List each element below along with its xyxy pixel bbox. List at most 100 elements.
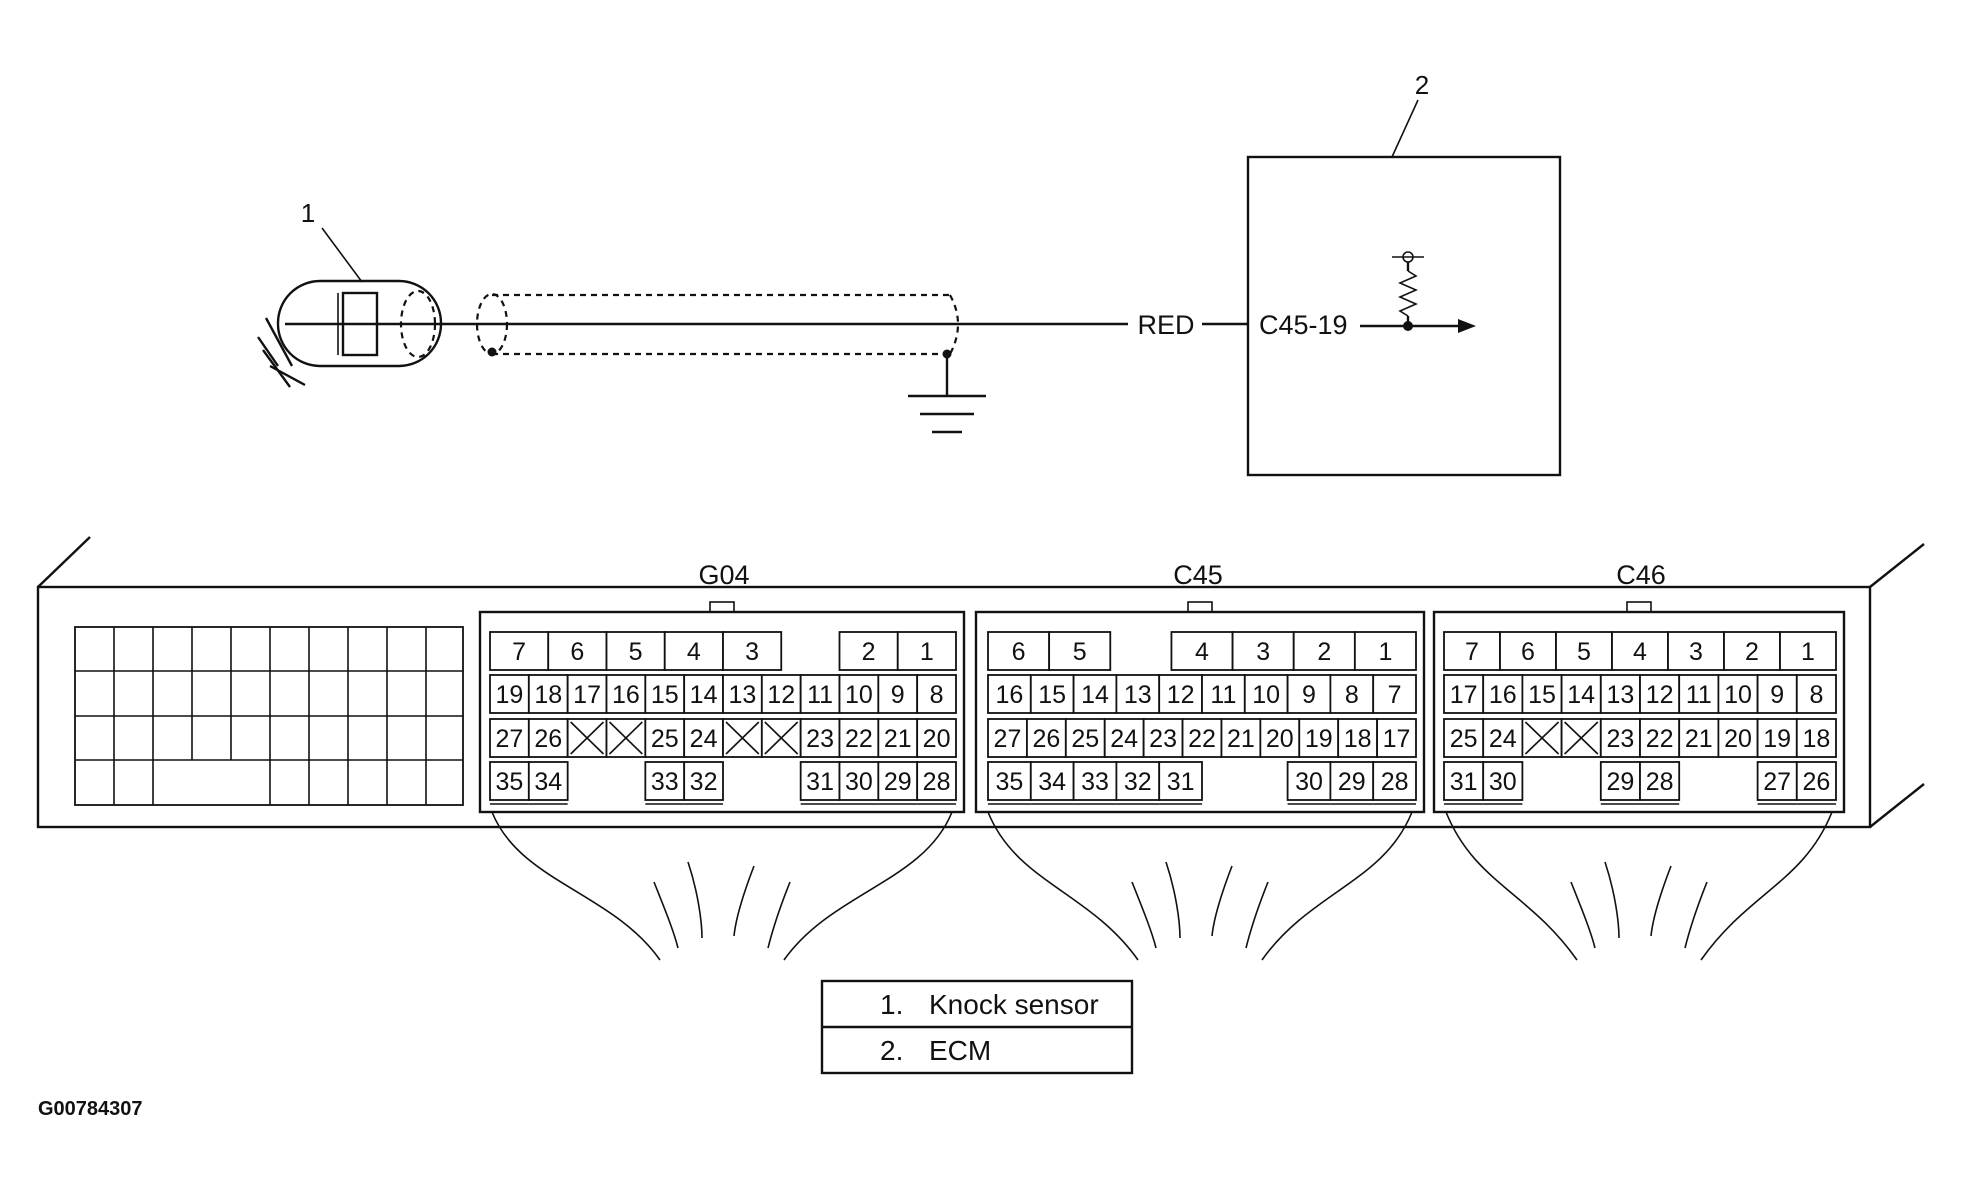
ground-icon: [908, 354, 986, 434]
pin-number: 35: [995, 768, 1023, 796]
pin-number: 19: [1763, 725, 1791, 753]
latch-icon: [709, 601, 735, 613]
knock-sensor-icon: [257, 279, 443, 388]
connector-label: G04: [698, 560, 749, 590]
pin-number: 4: [1195, 638, 1209, 666]
pin-cell: [1286, 761, 1332, 801]
pin-cell: [1072, 761, 1118, 801]
pin-number: 16: [1489, 681, 1517, 709]
pin-number: 27: [994, 725, 1022, 753]
harness-wire: [783, 811, 953, 961]
pin-cell: [722, 674, 763, 714]
pin-number: 7: [1465, 638, 1479, 666]
harness-wire: [491, 811, 661, 961]
pin-number: 1: [920, 638, 934, 666]
pin-number: 17: [1450, 681, 1478, 709]
pin-number: 25: [651, 725, 679, 753]
pin-number: 27: [496, 725, 524, 753]
pin-number: 14: [1081, 681, 1109, 709]
terminal-label: C45-19: [1259, 310, 1348, 340]
pin-cell: [987, 631, 1051, 671]
pin-number: 25: [1071, 725, 1099, 753]
pin-cell: [1372, 674, 1417, 714]
pin-cell: [1443, 674, 1485, 714]
pin-cell: [1064, 718, 1106, 758]
pin-cell: [1482, 674, 1524, 714]
pin-cell: [489, 674, 530, 714]
pin-cell: [683, 761, 724, 801]
pin-cell: [1329, 674, 1375, 714]
pin-number: 3: [1689, 638, 1703, 666]
schematic: 1: [257, 70, 1562, 477]
pin-cell: [916, 718, 957, 758]
latch-icon: [1626, 601, 1652, 613]
blocked-pin-icon: [764, 721, 799, 755]
pin-number: 26: [1802, 768, 1830, 796]
harness-wire: [1445, 811, 1578, 961]
pin-cell: [1170, 631, 1234, 671]
callout-1-leader: [321, 227, 363, 283]
pin-number: 19: [1305, 725, 1333, 753]
pin-cell: [1292, 631, 1356, 671]
pin-cell: [1795, 761, 1837, 801]
shield-junction-dot: [487, 347, 497, 357]
pin-cell: [1560, 674, 1602, 714]
pin-number: 8: [1809, 681, 1823, 709]
pin-cell: [644, 718, 686, 758]
pin-cell: [799, 718, 841, 758]
pin-cell: [838, 761, 880, 801]
pin-number: 13: [1124, 681, 1152, 709]
pin-cell: [1779, 631, 1837, 671]
pin-number: 13: [1606, 681, 1634, 709]
pin-number: 32: [690, 768, 718, 796]
pin-number: 9: [1770, 681, 1784, 709]
pin-number: 8: [1345, 681, 1359, 709]
pin-cell: [1756, 674, 1798, 714]
pin-cell: [1756, 718, 1798, 758]
pin-number: 3: [745, 638, 759, 666]
harness-wire: [1261, 811, 1413, 961]
harness-wire: [1700, 811, 1833, 961]
pin-number: 16: [612, 681, 640, 709]
pin-cell: [1795, 674, 1837, 714]
legend-item-1-text: Knock sensor: [929, 989, 1099, 1020]
pin-number: 21: [1227, 725, 1255, 753]
pull-up-resistor-icon: [1392, 251, 1424, 326]
pin-number: 32: [1124, 768, 1152, 796]
pin-cell: [722, 631, 783, 671]
pin-number: 18: [1344, 725, 1372, 753]
pin-cell: [1158, 761, 1203, 801]
pin-number: 24: [1110, 725, 1138, 753]
pin-cell: [527, 761, 569, 801]
pin-cell: [1103, 718, 1145, 758]
pin-number: 29: [1338, 768, 1366, 796]
pin-number: 13: [729, 681, 757, 709]
wire-color-label: RED: [1137, 310, 1194, 340]
blocked-pin-icon: [725, 721, 760, 755]
pin-number: 12: [1167, 681, 1195, 709]
pin-number: 15: [1528, 681, 1556, 709]
pin-number: 33: [651, 768, 679, 796]
pin-number: 29: [1606, 768, 1634, 796]
legend-item-1-number: 1.: [880, 989, 903, 1020]
harness-wire: [1131, 881, 1157, 949]
pin-cell: [1286, 674, 1332, 714]
pin-number: 15: [1038, 681, 1066, 709]
blocked-pin-icon: [608, 721, 643, 755]
pin-number: 18: [534, 681, 562, 709]
pin-cell: [1639, 761, 1681, 801]
pin-number: 29: [884, 768, 912, 796]
pin-cell: [1158, 674, 1203, 714]
pin-number: 14: [1567, 681, 1595, 709]
pin-cell: [1029, 674, 1075, 714]
pin-cell: [1499, 631, 1557, 671]
pin-number: 5: [1577, 638, 1591, 666]
pin-cell: [877, 761, 919, 801]
pin-cell: [1678, 718, 1720, 758]
pin-cell: [1026, 718, 1067, 758]
pin-number: 22: [1188, 725, 1216, 753]
figure-code: G00784307: [38, 1098, 143, 1120]
pin-number: 4: [1633, 638, 1647, 666]
